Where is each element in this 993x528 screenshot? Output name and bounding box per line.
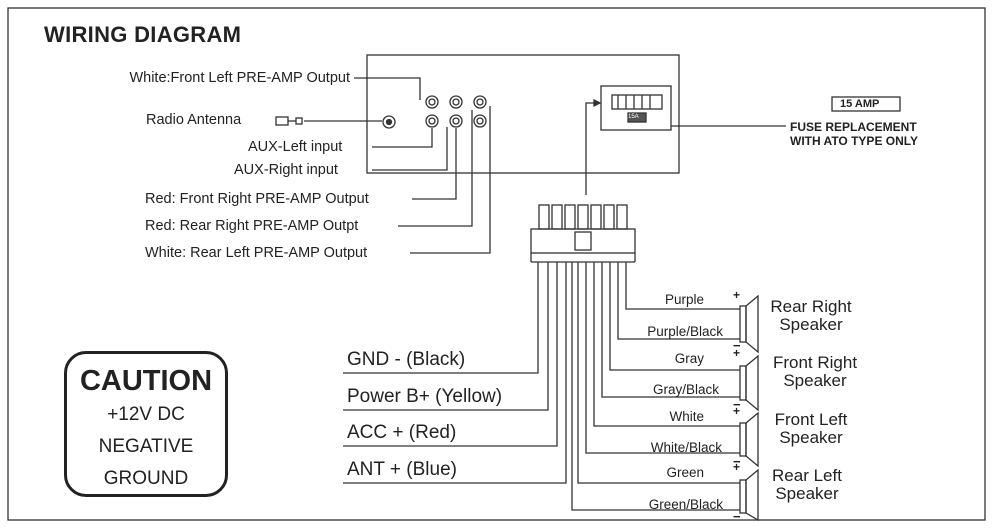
caution-box (64, 351, 228, 497)
color-green-black: Green/Black (648, 497, 723, 512)
caution-heading: CAUTION (79, 365, 213, 397)
wire-power-label: Power B+ (Yellow) (347, 386, 503, 407)
label-radio-antenna: Radio Antenna (146, 112, 242, 128)
caution-line2: NEGATIVE (98, 436, 194, 457)
caution-line1: +12V DC (107, 404, 185, 425)
outer-border (7, 7, 986, 521)
speaker-front-left-icon (739, 411, 759, 468)
speaker-rear-right-label: Rear Right Speaker (770, 297, 852, 334)
color-white: White (669, 409, 704, 424)
color-gray-black: Gray/Black (652, 382, 719, 397)
antenna-plug (275, 116, 289, 126)
color-purple: Purple (664, 292, 704, 307)
minus-icon: − (733, 338, 741, 353)
rca-jacks (425, 95, 487, 128)
minus-icon: − (733, 454, 741, 469)
color-purple-black: Purple/Black (647, 324, 723, 339)
minus-icon: − (733, 509, 741, 524)
fuse-small-label: 15A (628, 114, 639, 120)
fuse-note-line1: FUSE REPLACEMENT (790, 120, 917, 134)
minus-icon: − (733, 397, 741, 412)
plus-icon: + (733, 346, 741, 360)
plus-icon: + (733, 404, 741, 418)
wire-gnd-label: GND - (Black) (347, 349, 466, 370)
page-title: WIRING DIAGRAM (44, 22, 242, 47)
speaker-rear-left-label: Rear Left Speaker (772, 466, 842, 503)
caution-line3: GROUND (103, 468, 189, 489)
head-unit-outline (366, 54, 680, 174)
color-green: Green (666, 465, 704, 480)
wire-acc-label: ACC + (Red) (347, 422, 457, 443)
color-gray: Gray (674, 351, 704, 366)
speaker-front-right-label: Front Right Speaker (772, 353, 858, 390)
label-aux-right: AUX-Right input (234, 162, 338, 178)
label-white-front-left: White:Front Left PRE-AMP Output (129, 70, 350, 86)
label-aux-left: AUX-Left input (248, 139, 343, 155)
plus-icon: + (733, 460, 741, 474)
harness-socket (600, 85, 672, 131)
fuse-icon (831, 96, 901, 112)
plus-icon: + (733, 288, 741, 302)
wire-ant-label: ANT + (Blue) (347, 459, 457, 480)
speaker-front-left-label: Front Left Speaker (774, 410, 848, 447)
antenna-jack (382, 115, 396, 129)
fuse-note-line2: WITH ATO TYPE ONLY (790, 134, 919, 148)
speaker-front-right-icon (739, 354, 759, 412)
color-white-black: White/Black (650, 440, 722, 455)
fuse-amp-label: 15 AMP (840, 98, 880, 110)
label-red-rear-right: Red: Rear Right PRE-AMP Outpt (145, 218, 359, 234)
label-red-front-right: Red: Front Right PRE-AMP Output (145, 191, 369, 207)
label-white-rear-left: White: Rear Left PRE-AMP Output (145, 245, 368, 261)
speaker-rear-left-icon (739, 468, 759, 522)
speaker-rear-right-icon (739, 294, 759, 354)
